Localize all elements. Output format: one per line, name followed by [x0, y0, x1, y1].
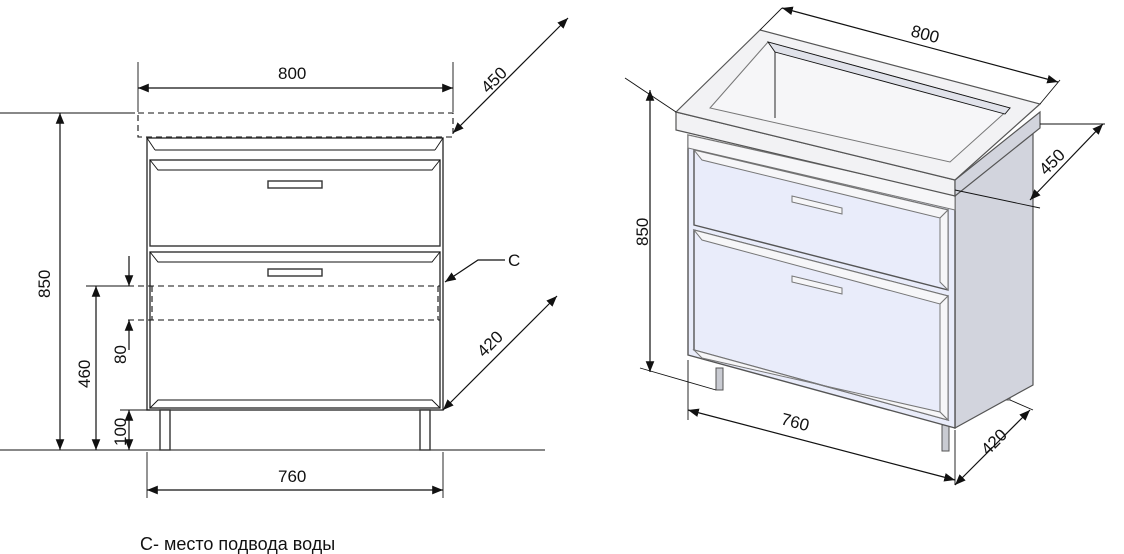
- upper-drawer: [149, 159, 441, 247]
- dim-800-front: 800: [278, 64, 306, 83]
- dim-line-450: [452, 17, 569, 134]
- dim-450-front: 450: [477, 63, 510, 96]
- water-marker-leader: [444, 259, 505, 283]
- iso-dim-line-420: [954, 409, 1031, 486]
- dim-100-front: 100: [111, 418, 130, 446]
- dim-460-front: 460: [75, 360, 94, 388]
- iso-leg-front-right: [941, 424, 950, 452]
- dim-450-iso: 450: [1035, 145, 1068, 178]
- iso-lower-handle: [791, 275, 843, 295]
- legend-caption: С- место подвода воды: [140, 534, 335, 554]
- iso-dim-line-450: [1029, 123, 1104, 201]
- dim-420-iso: 420: [977, 425, 1010, 458]
- lower-drawer-handle: [267, 268, 323, 277]
- water-marker-label: С: [508, 251, 520, 270]
- iso-dim-line-760: [687, 408, 956, 482]
- left-leg: [159, 409, 171, 451]
- iso-leg-back-left: [715, 367, 724, 391]
- dim-420-front: 420: [473, 327, 506, 360]
- upper-drawer-handle: [267, 180, 323, 189]
- dim-line-420: [442, 295, 558, 411]
- dim-850-front: 850: [35, 270, 54, 298]
- iso-dim-line-800: [781, 6, 1059, 84]
- iso-view: 800 450 850 760 420: [624, 6, 1105, 486]
- lower-drawer: [149, 251, 441, 409]
- dim-850-iso: 850: [633, 218, 652, 246]
- dim-760-front: 760: [278, 467, 306, 486]
- sink-outline-dashed: [137, 112, 454, 138]
- dim-760-iso: 760: [779, 410, 811, 436]
- front-view: С 800 450 850 460 80 100 420 760 С-: [0, 17, 569, 554]
- iso-upper-handle: [791, 195, 843, 215]
- right-leg: [419, 409, 431, 451]
- dim-80-front: 80: [111, 345, 130, 364]
